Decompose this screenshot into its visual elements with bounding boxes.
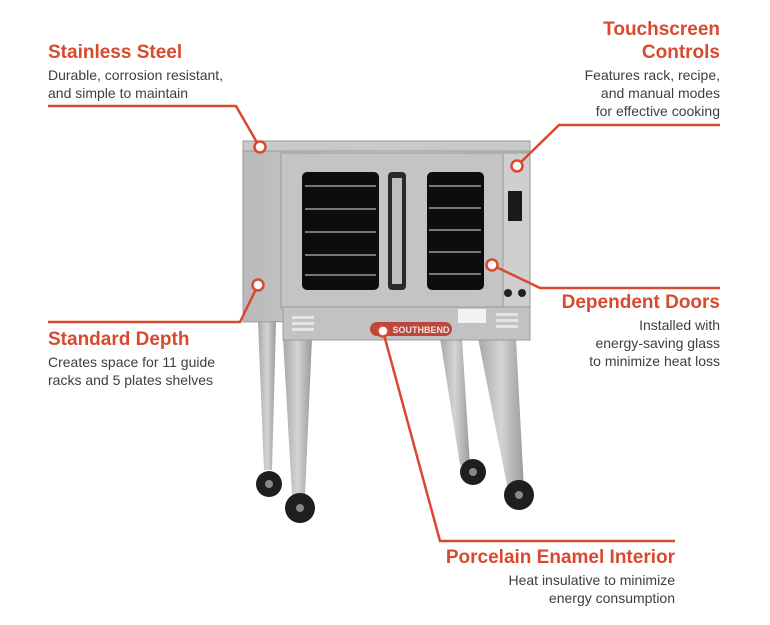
callout-title: Controls <box>641 42 720 63</box>
callout-dots <box>251 140 524 338</box>
callout-desc-line: and manual modes <box>600 85 720 101</box>
callout-desc-line: Creates space for 11 guide <box>48 354 216 370</box>
callout-desc-line: Installed with <box>639 317 720 333</box>
callout-title: Dependent Doors <box>561 292 720 313</box>
callout-stainless-steel: Stainless Steel Durable, corrosion resis… <box>48 41 223 102</box>
brand-badge-text: SOUTHBEND <box>392 325 450 335</box>
control-knob-icon <box>504 289 512 297</box>
callout-title: Stainless Steel <box>48 42 183 63</box>
callout-title: Standard Depth <box>48 329 190 350</box>
touchscreen-display <box>508 191 522 221</box>
callout-desc-line: energy-saving glass <box>595 335 720 351</box>
control-knob-icon <box>518 289 526 297</box>
right-door-window <box>427 172 484 290</box>
oven-legs <box>258 322 524 495</box>
callout-dependent-doors: Dependent Doors Installed with energy-sa… <box>562 291 720 370</box>
callout-desc-line: to minimize heat loss <box>589 353 720 369</box>
callout-desc-line: racks and 5 plates shelves <box>48 372 213 388</box>
brand-badge <box>370 322 452 336</box>
callout-desc-line: energy consumption <box>548 590 675 606</box>
callout-porcelain-enamel-interior: Porcelain Enamel Interior Heat insulativ… <box>446 546 675 607</box>
callout-standard-depth: Standard Depth Creates space for 11 guid… <box>48 328 215 389</box>
callout-title: Touchscreen <box>603 19 720 40</box>
left-door-window <box>302 172 379 290</box>
callout-desc-line: and simple to maintain <box>48 85 189 101</box>
callout-desc-line: Features rack, recipe, <box>584 67 720 83</box>
callout-title: Porcelain Enamel Interior <box>445 547 675 568</box>
callout-touchscreen-controls: Touchscreen Controls Features rack, reci… <box>585 18 720 120</box>
callout-desc-line: Heat insulative to minimize <box>508 572 675 588</box>
callout-desc-line: for effective cooking <box>595 103 720 119</box>
callout-lines <box>48 104 720 543</box>
oven-casters <box>256 459 534 523</box>
callout-desc-line: Durable, corrosion resistant, <box>48 67 224 83</box>
